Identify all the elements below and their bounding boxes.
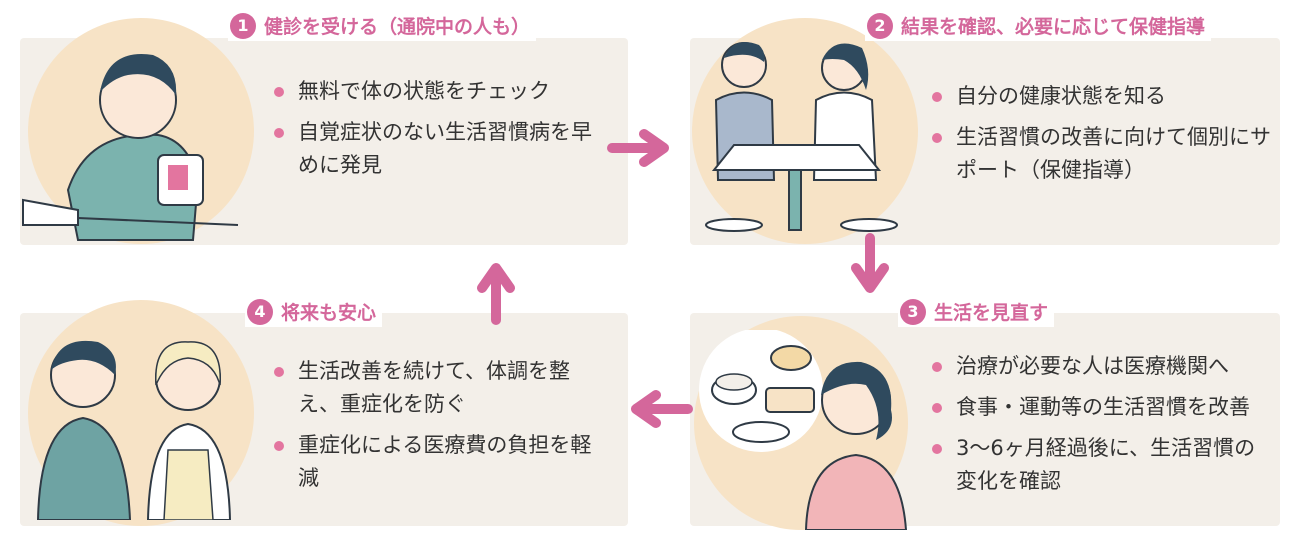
step-2-bullets: 自分の健康状態を知る 生活習慣の改善に向けて個別にサポート（保健指導） bbox=[930, 80, 1275, 195]
doctor-checkup-illustration bbox=[22, 54, 239, 241]
step-4-badge: 4 bbox=[247, 298, 273, 325]
step-4-title-text: 将来も安心 bbox=[281, 302, 377, 324]
step-2-bullet: 生活習慣の改善に向けて個別にサポート（保健指導） bbox=[930, 121, 1276, 187]
step-3-bullet: 3～6ヶ月経過後に、生活習慣の変化を確認 bbox=[930, 432, 1276, 498]
consultation-illustration bbox=[705, 41, 898, 232]
arrow-down-icon bbox=[851, 233, 889, 293]
meal-illustration bbox=[699, 330, 908, 530]
arrow-right-icon bbox=[607, 129, 669, 167]
happy-couple-illustration bbox=[36, 340, 232, 520]
step-3-bullet: 治療が必要な人は医療機関へ bbox=[930, 350, 1275, 383]
step-3-badge: 3 bbox=[900, 298, 926, 325]
step-1-badge: 1 bbox=[230, 12, 256, 39]
step-4-bullet: 生活改善を続けて、体調を整え、重症化を防ぐ bbox=[272, 355, 598, 421]
step-2-title-text: 結果を確認、必要に応じて保健指導 bbox=[901, 16, 1206, 38]
step-2-badge: 2 bbox=[867, 12, 893, 39]
step-2-bullet: 自分の健康状態を知る bbox=[930, 80, 1275, 113]
step-4-bullet: 重症化による医療費の負担を軽減 bbox=[272, 429, 598, 495]
step-4-title: 4 将来も安心 bbox=[245, 296, 383, 327]
step-1-title: 1 健診を受ける（通院中の人も） bbox=[228, 10, 537, 41]
step-1-bullets: 無料で体の状態をチェック 自覚症状のない生活習慣病を早めに発見 bbox=[272, 75, 612, 190]
step-3-bullets: 治療が必要な人は医療機関へ 食事・運動等の生活習慣を改善 3～6ヶ月経過後に、生… bbox=[930, 350, 1275, 506]
step-4-bullets: 生活改善を続けて、体調を整え、重症化を防ぐ 重症化による医療費の負担を軽減 bbox=[272, 355, 602, 503]
step-2-title: 2 結果を確認、必要に応じて保健指導 bbox=[865, 10, 1212, 41]
step-1-bullet: 無料で体の状態をチェック bbox=[272, 75, 612, 108]
step-3-title-text: 生活を見直す bbox=[934, 302, 1049, 324]
step-3-title: 3 生活を見直す bbox=[898, 296, 1055, 327]
arrow-left-icon bbox=[631, 390, 693, 428]
step-3-bullet: 食事・運動等の生活習慣を改善 bbox=[930, 391, 1275, 424]
step-1-bullet: 自覚症状のない生活習慣病を早めに発見 bbox=[272, 116, 598, 182]
step-1-title-text: 健診を受ける（通院中の人も） bbox=[264, 16, 531, 38]
arrow-up-icon bbox=[477, 263, 515, 325]
